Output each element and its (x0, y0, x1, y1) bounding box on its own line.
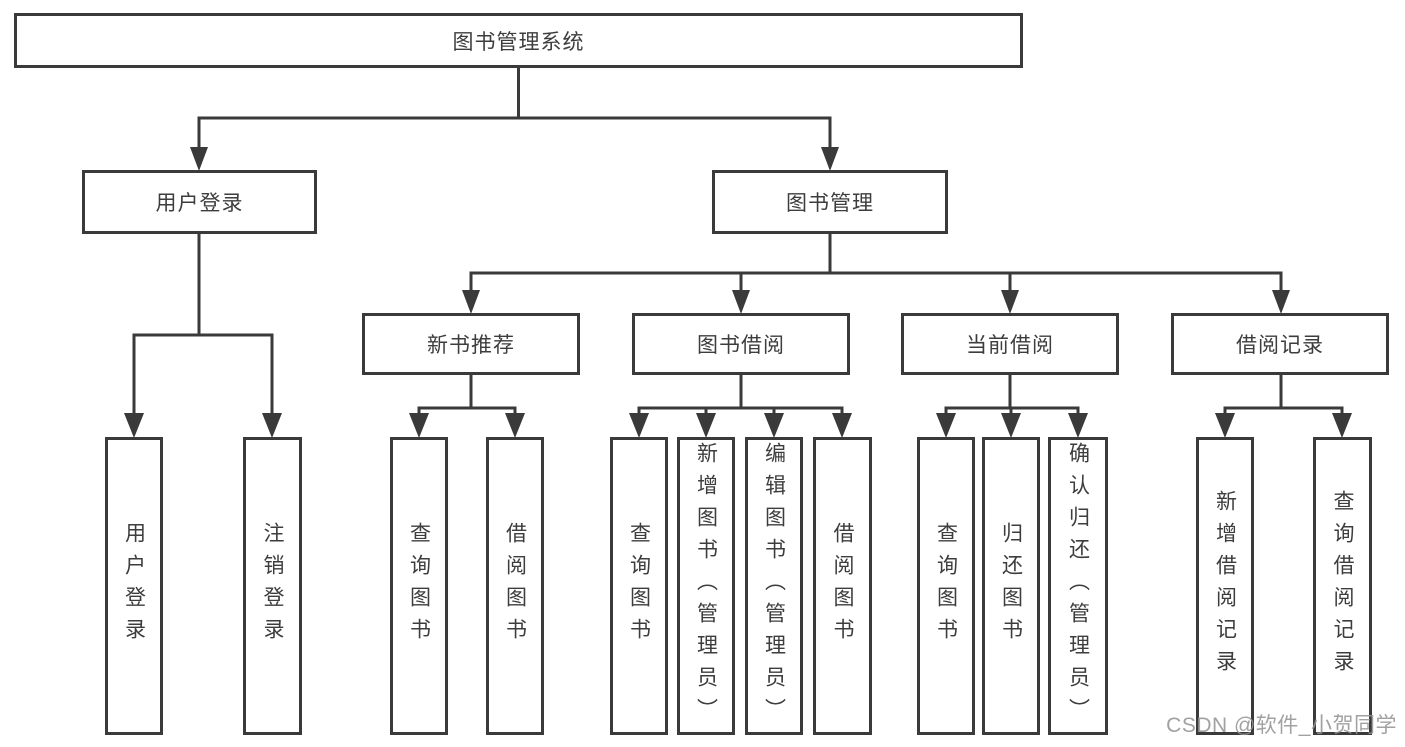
leaf-query-books-current: 查询图书 (917, 437, 975, 735)
arrowhead (1001, 413, 1021, 438)
node-borrow-records: 借阅记录 (1171, 313, 1389, 375)
arrowhead (1068, 413, 1088, 438)
leaf-logout: 注销登录 (243, 437, 302, 735)
node-current-borrow: 当前借阅 (901, 313, 1119, 375)
node-book-borrow: 图书借阅 (632, 313, 850, 375)
leaf-query-books-current-label: 查询图书 (934, 522, 958, 650)
node-new-book-recommend-label: 新书推荐 (427, 334, 515, 357)
leaf-add-books-admin: 新增图书（管理员） (677, 437, 735, 735)
node-book-management: 图书管理 (712, 170, 948, 234)
arrowhead (732, 290, 750, 314)
leaf-return-books: 归还图书 (982, 437, 1040, 735)
node-root: 图书管理系统 (14, 13, 1023, 68)
leaf-query-books-recommend-label: 查询图书 (407, 522, 431, 650)
arrowhead (936, 413, 956, 438)
leaf-query-borrow-record: 查询借阅记录 (1313, 437, 1372, 735)
node-root-label: 图书管理系统 (452, 30, 585, 54)
arrowhead (832, 413, 852, 438)
node-book-management-label: 图书管理 (786, 192, 874, 215)
node-current-borrow-label: 当前借阅 (966, 334, 1054, 357)
arrowhead (764, 413, 784, 438)
leaf-user-login-label: 用户登录 (122, 522, 146, 650)
arrowhead (629, 413, 649, 438)
node-book-borrow-label: 图书借阅 (697, 334, 785, 357)
leaf-user-login: 用户登录 (105, 437, 163, 735)
arrowhead (124, 413, 144, 438)
arrowhead (1001, 290, 1019, 314)
arrowhead (696, 413, 716, 438)
node-borrow-records-label: 借阅记录 (1236, 334, 1324, 357)
leaf-logout-label: 注销登录 (261, 522, 284, 650)
arrowhead (262, 413, 282, 438)
leaf-borrow-books-recommend-label: 借阅图书 (503, 522, 527, 650)
leaf-query-books-recommend: 查询图书 (390, 437, 448, 735)
node-user-login: 用户登录 (82, 170, 317, 234)
csdn-watermark: CSDN @软件_小贺同学 (1166, 714, 1397, 737)
leaf-edit-books-admin: 编辑图书（管理员） (745, 437, 803, 735)
node-new-book-recommend: 新书推荐 (362, 313, 580, 375)
arrowhead (1332, 413, 1352, 438)
leaf-borrow-books-label: 借阅图书 (831, 522, 854, 650)
arrowhead (462, 290, 480, 314)
arrowhead (409, 413, 429, 438)
leaf-edit-books-admin-label: 编辑图书（管理员） (762, 442, 786, 730)
leaf-add-books-admin-label: 新增图书（管理员） (694, 442, 718, 730)
arrowhead (190, 147, 208, 171)
leaf-confirm-return-admin-label: 确认归还（管理员） (1066, 442, 1090, 730)
arrowhead (505, 413, 525, 438)
arrowhead (821, 147, 839, 171)
leaf-query-books-borrow: 查询图书 (610, 437, 668, 735)
leaf-borrow-books: 借阅图书 (813, 437, 872, 735)
leaf-add-borrow-record: 新增借阅记录 (1196, 437, 1254, 735)
leaf-confirm-return-admin: 确认归还（管理员） (1048, 437, 1108, 735)
leaf-return-books-label: 归还图书 (999, 522, 1023, 650)
arrowhead (1215, 413, 1235, 438)
node-user-login-label: 用户登录 (155, 192, 244, 215)
leaf-query-books-borrow-label: 查询图书 (627, 522, 651, 650)
leaf-borrow-books-recommend: 借阅图书 (486, 437, 544, 735)
leaf-add-borrow-record-label: 新增借阅记录 (1213, 490, 1237, 682)
arrowhead (1272, 290, 1290, 314)
leaf-query-borrow-record-label: 查询借阅记录 (1331, 490, 1354, 682)
